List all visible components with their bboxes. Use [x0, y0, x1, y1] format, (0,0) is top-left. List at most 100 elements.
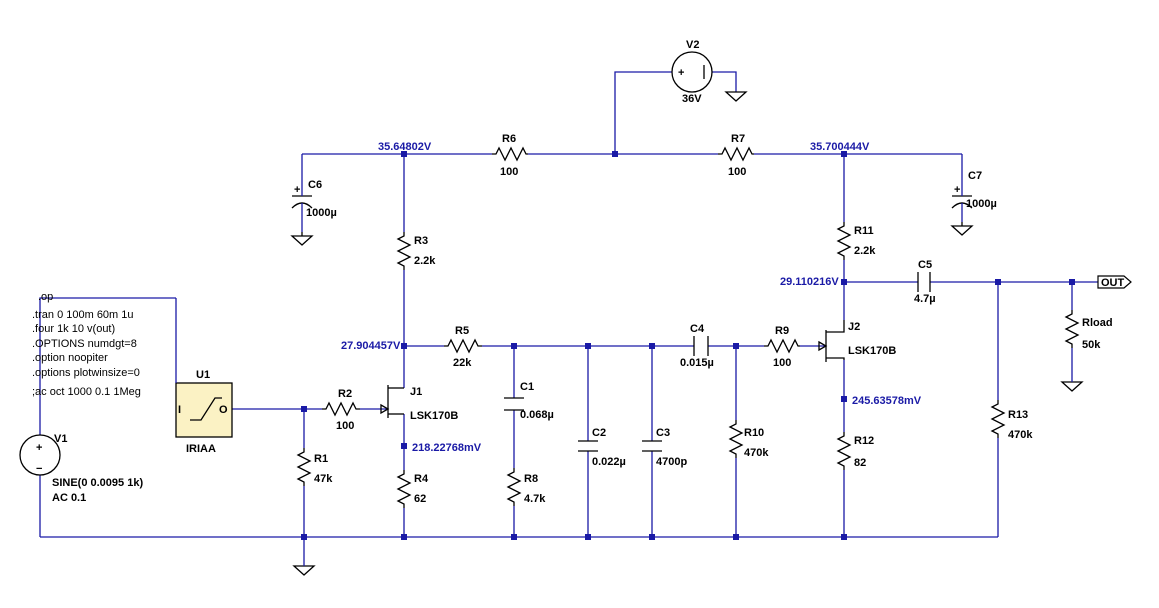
- u1-riaa-block[interactable]: I O U1 IRIAA: [175, 369, 233, 455]
- resistor-r12[interactable]: R12 82: [836, 432, 874, 470]
- junctions: [301, 151, 1075, 540]
- v2-value: 36V: [682, 93, 702, 105]
- resistor-r7[interactable]: R7 100: [718, 133, 754, 178]
- r7-value: 100: [728, 166, 746, 178]
- junction: [511, 534, 517, 540]
- c7-value: 1000µ: [966, 198, 997, 210]
- junction: [649, 343, 655, 349]
- resistor-r9[interactable]: R9 100: [764, 325, 800, 369]
- c2-value: 0.022µ: [592, 456, 626, 468]
- capacitor-c6[interactable]: + C6 1000µ: [291, 179, 337, 232]
- u1-pin-out: O: [219, 404, 228, 416]
- junction: [585, 343, 591, 349]
- c5-name: C5: [918, 259, 932, 271]
- node-voltage-j1-drain: 27.904457V: [341, 340, 401, 352]
- c7-plus: +: [954, 184, 960, 196]
- junction: [301, 534, 307, 540]
- directive-line: .tran 0 100m 60m 1u: [32, 309, 134, 321]
- ground-symbols: [290, 91, 1084, 576]
- junction: [401, 343, 407, 349]
- junction: [585, 534, 591, 540]
- capacitor-c4[interactable]: C4 0.015µ: [680, 323, 714, 369]
- r8-value: 4.7k: [524, 493, 546, 505]
- resistor-r10[interactable]: R10 470k: [728, 420, 769, 459]
- v1-plus: +: [36, 442, 42, 454]
- junction: [841, 151, 847, 157]
- resistor-r8[interactable]: R8 4.7k: [506, 468, 546, 506]
- jfet-j2[interactable]: J2 LSK170B: [818, 320, 896, 362]
- out-port[interactable]: OUT: [1097, 275, 1132, 289]
- ground-icon: [290, 232, 314, 246]
- rload-name: Rload: [1082, 317, 1113, 329]
- resistor-r1[interactable]: R1 47k: [296, 448, 333, 486]
- directive-line: ;ac oct 1000 0.1 1Meg: [32, 386, 141, 398]
- v2-plus: +: [678, 67, 684, 79]
- resistor-r6[interactable]: R6 100: [492, 133, 528, 178]
- voltage-source-v1[interactable]: + − V1 SINE(0 0.0095 1k) AC 0.1: [19, 433, 143, 504]
- directive-line: .four 1k 10 v(out): [32, 323, 115, 335]
- node-voltage-j2-source: 245.63578mV: [852, 395, 922, 407]
- junction: [511, 343, 517, 349]
- c1-name: C1: [520, 381, 534, 393]
- capacitor-c1[interactable]: C1 0.068µ: [504, 381, 554, 421]
- directive-line: .op: [38, 291, 53, 303]
- jfet-j1[interactable]: J1 LSK170B: [380, 385, 458, 422]
- r4-name: R4: [414, 473, 429, 485]
- node-voltage-labels: 35.64802V 35.700444V 27.904457V 29.11021…: [341, 141, 922, 454]
- v2-name: V2: [686, 39, 699, 51]
- c1-value: 0.068µ: [520, 409, 554, 421]
- wires: [39, 71, 1098, 560]
- r8-name: R8: [524, 473, 538, 485]
- junction: [1069, 279, 1075, 285]
- r6-name: R6: [502, 133, 516, 145]
- node-voltage-j2-drain: 29.110216V: [780, 276, 839, 288]
- capacitor-c5[interactable]: C5 4.7µ: [914, 259, 936, 305]
- j1-name: J1: [410, 386, 422, 398]
- resistor-r4[interactable]: R4 62: [396, 470, 429, 508]
- c5-value: 4.7µ: [914, 293, 936, 305]
- r5-name: R5: [455, 325, 469, 337]
- ground-icon: [1060, 381, 1084, 392]
- capacitor-c2[interactable]: C2 0.022µ: [578, 427, 626, 468]
- r5-value: 22k: [453, 357, 472, 369]
- directive-line: .options plotwinsize=0: [32, 367, 140, 379]
- node-voltage-r7-right: 35.700444V: [810, 141, 870, 153]
- capacitor-c3[interactable]: C3 4700p: [642, 427, 687, 468]
- r2-name: R2: [338, 388, 352, 400]
- r9-name: R9: [775, 325, 789, 337]
- resistor-r5[interactable]: R5 22k: [444, 325, 482, 369]
- c6-plus: +: [294, 184, 300, 196]
- node-voltage-r6-left: 35.64802V: [378, 141, 432, 153]
- r12-name: R12: [854, 435, 874, 447]
- r13-value: 470k: [1008, 429, 1033, 441]
- resistor-r11[interactable]: R11 2.2k: [836, 222, 876, 260]
- r2-value: 100: [336, 420, 354, 432]
- ground-icon: [950, 222, 974, 236]
- ground-icon: [292, 565, 316, 576]
- junction: [401, 443, 407, 449]
- junction: [612, 151, 618, 157]
- resistor-rload[interactable]: Rload 50k: [1064, 310, 1113, 351]
- r11-name: R11: [854, 225, 874, 237]
- resistor-r13[interactable]: R13 470k: [990, 400, 1033, 441]
- c4-value: 0.015µ: [680, 357, 714, 369]
- v1-minus: −: [36, 463, 42, 475]
- r11-value: 2.2k: [854, 245, 876, 257]
- spice-directives[interactable]: .op .tran 0 100m 60m 1u .four 1k 10 v(ou…: [32, 291, 141, 398]
- resistor-r3[interactable]: R3 2.2k: [396, 232, 436, 270]
- junction: [733, 343, 739, 349]
- junction: [841, 396, 847, 402]
- r1-value: 47k: [314, 473, 333, 485]
- junction: [401, 151, 407, 157]
- rload-value: 50k: [1082, 339, 1101, 351]
- u1-pin-in: I: [178, 404, 181, 416]
- v1-value: SINE(0 0.0095 1k): [52, 477, 143, 489]
- node-voltage-j1-source: 218.22768mV: [412, 442, 482, 454]
- resistor-r2[interactable]: R2 100: [322, 388, 360, 432]
- u1-name: U1: [196, 369, 210, 381]
- voltage-source-v2[interactable]: + V2 36V: [671, 39, 713, 105]
- c7-name: C7: [968, 170, 982, 182]
- junction: [841, 534, 847, 540]
- capacitor-c7[interactable]: + C7 1000µ: [951, 170, 997, 222]
